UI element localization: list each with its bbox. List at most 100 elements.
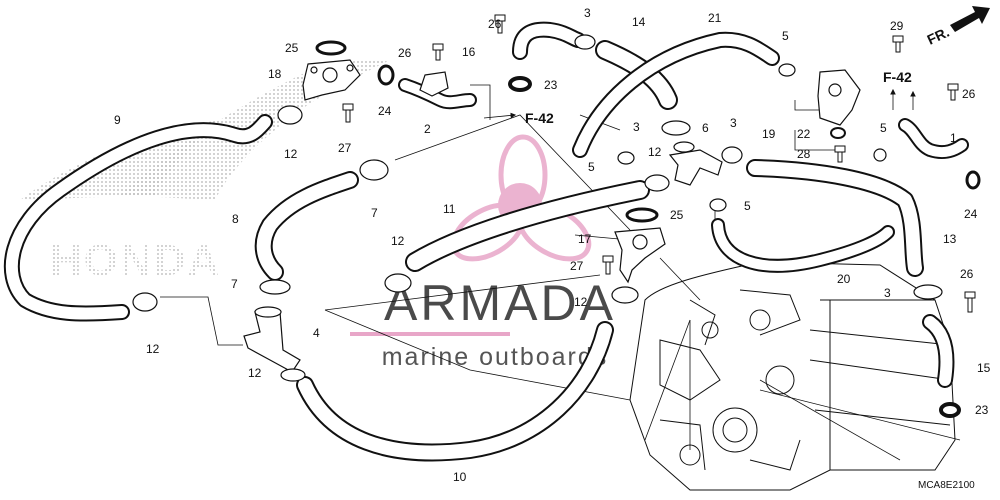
t-joint-6 [668, 141, 723, 186]
bolt [834, 145, 846, 163]
bolt [494, 14, 506, 34]
hose-1 [898, 118, 969, 160]
fitting-2 [419, 71, 449, 97]
front-direction-indicator: FR. [925, 6, 990, 48]
bolt [432, 43, 444, 61]
part-callout-17: 17 [578, 232, 592, 246]
part-callout-23b: 23 [975, 403, 989, 417]
part-callout-5d: 5 [744, 199, 751, 213]
part-callout-13: 13 [943, 232, 957, 246]
part-callout-12d: 12 [574, 295, 588, 309]
o-ring [315, 40, 347, 56]
seals [315, 40, 981, 418]
part-callout-5a: 5 [782, 29, 789, 43]
clamp [913, 284, 943, 300]
honda-logo-text: HONDA [50, 236, 221, 285]
part-callout-5b: 5 [880, 121, 887, 135]
clamp [611, 286, 639, 304]
part-callout-20: 20 [837, 272, 851, 286]
clamp [259, 279, 291, 295]
part-callout-12f: 12 [248, 366, 262, 380]
part-callout-28: 28 [797, 147, 811, 161]
clamp [709, 198, 727, 212]
fittings [243, 59, 861, 373]
engine-block [629, 261, 956, 491]
part-callout-7b: 7 [231, 277, 238, 291]
part-callout-10: 10 [453, 470, 467, 484]
part-callout-25a: 25 [285, 41, 299, 55]
bolt [892, 35, 904, 53]
clamp [132, 292, 158, 312]
section-ref-f42-right: F-42 [883, 69, 912, 85]
hose-9 [3, 114, 273, 322]
clamp [644, 174, 670, 192]
hose-8 [254, 171, 359, 281]
part-callout-3d: 3 [884, 286, 891, 300]
hoses [3, 21, 969, 462]
bolt [342, 103, 354, 123]
bolts [342, 14, 976, 313]
part-callout-12e: 12 [146, 342, 160, 356]
o-ring [830, 127, 846, 139]
part-callout-26c: 26 [962, 87, 976, 101]
part-callout-24b: 24 [964, 207, 978, 221]
clamp [778, 63, 796, 77]
part-callout-24a: 24 [378, 104, 392, 118]
part-callout-12c: 12 [391, 234, 405, 248]
o-ring [625, 207, 659, 223]
washer [939, 402, 961, 418]
clamp [617, 151, 635, 165]
washer [508, 76, 532, 92]
part-callout-3a: 3 [584, 6, 591, 20]
fitting-17 [614, 227, 666, 284]
armada-watermark: ARMADA marine outboards [350, 134, 616, 371]
part-callout-8: 8 [232, 212, 239, 226]
clamp [574, 34, 596, 50]
part-callout-11: 11 [443, 202, 456, 216]
hose-16 [512, 21, 586, 60]
hose-11 [405, 180, 650, 272]
part-callout-3c: 3 [730, 116, 737, 130]
bolt [947, 83, 959, 101]
part-callout-22: 22 [797, 127, 811, 141]
part-callout-27a: 27 [338, 141, 352, 155]
diagram-code: MCA8E2100 [918, 480, 975, 491]
clamp [873, 148, 887, 162]
section-ref-f42-left: F-42 [525, 110, 554, 126]
clamp [280, 368, 306, 382]
fitting-18 [302, 59, 361, 101]
part-callout-6: 6 [702, 121, 709, 135]
hose-15 [922, 314, 955, 388]
hose-20 [711, 218, 895, 273]
part-callout-16: 16 [462, 45, 476, 59]
part-callout-27b: 27 [570, 259, 584, 273]
part-callout-3b: 3 [633, 120, 640, 134]
part-callout-5c: 5 [588, 160, 595, 174]
watermark-title: ARMADA [384, 275, 616, 331]
part-callout-26b: 26 [398, 46, 412, 60]
clamp [277, 105, 303, 125]
direction-label: FR. [925, 24, 952, 48]
part-callout-1: 1 [950, 131, 957, 145]
hose-clamps [132, 34, 943, 382]
part-callout-12b: 12 [648, 145, 662, 159]
clamp [384, 273, 412, 293]
part-callout-26d: 26 [960, 267, 974, 281]
o-ring [377, 64, 395, 86]
bolt [602, 255, 614, 275]
thermostat-housing-19 [817, 69, 861, 126]
part-callout-9: 9 [114, 113, 121, 127]
part-callout-18: 18 [268, 67, 282, 81]
part-callout-19: 19 [762, 127, 776, 141]
t-joint-4 [243, 306, 301, 373]
direction-arrow-icon [950, 6, 990, 32]
hose-13 [746, 159, 924, 277]
hose-10 [296, 321, 614, 462]
part-callout-29: 29 [890, 19, 904, 33]
watermark-underline [350, 332, 510, 336]
part-callout-7a: 7 [371, 206, 378, 220]
part-callout-14: 14 [632, 15, 646, 29]
part-callout-4: 4 [313, 326, 320, 340]
